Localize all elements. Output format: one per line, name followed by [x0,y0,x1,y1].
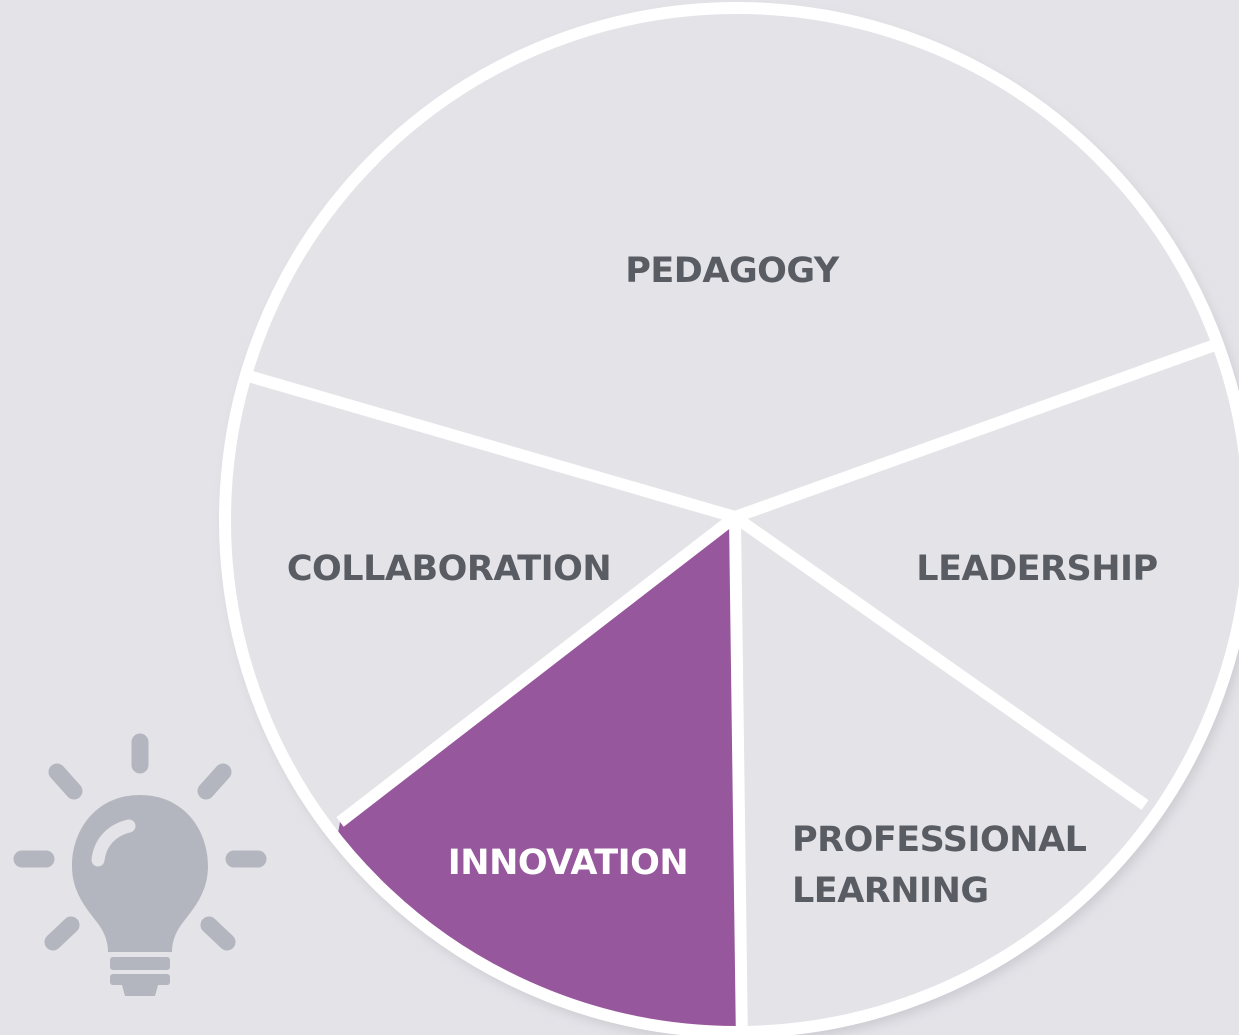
label-collaboration: COLLABORATION [287,549,611,589]
segment-professional-learning[interactable] [735,517,1145,1035]
label-leadership: LEADERSHIP [916,549,1157,589]
label-pedagogy: PEDAGOGY [625,251,840,291]
divider-line [336,512,739,827]
divider-line [732,339,1218,523]
lightbulb-icon [13,733,267,996]
divider-line [729,516,748,1035]
wheel-outline [219,2,1239,1035]
label-professional-learning: PROFESSIONAL LEARNING [792,820,1098,911]
divider-line [243,369,737,523]
segment-dividers [243,339,1218,1035]
segment-collaboration[interactable] [200,375,735,822]
divider-line [731,512,1149,810]
segment-pedagogy[interactable] [245,0,1215,517]
segment-leadership[interactable] [735,345,1239,822]
label-innovation: INNOVATION [448,843,688,883]
